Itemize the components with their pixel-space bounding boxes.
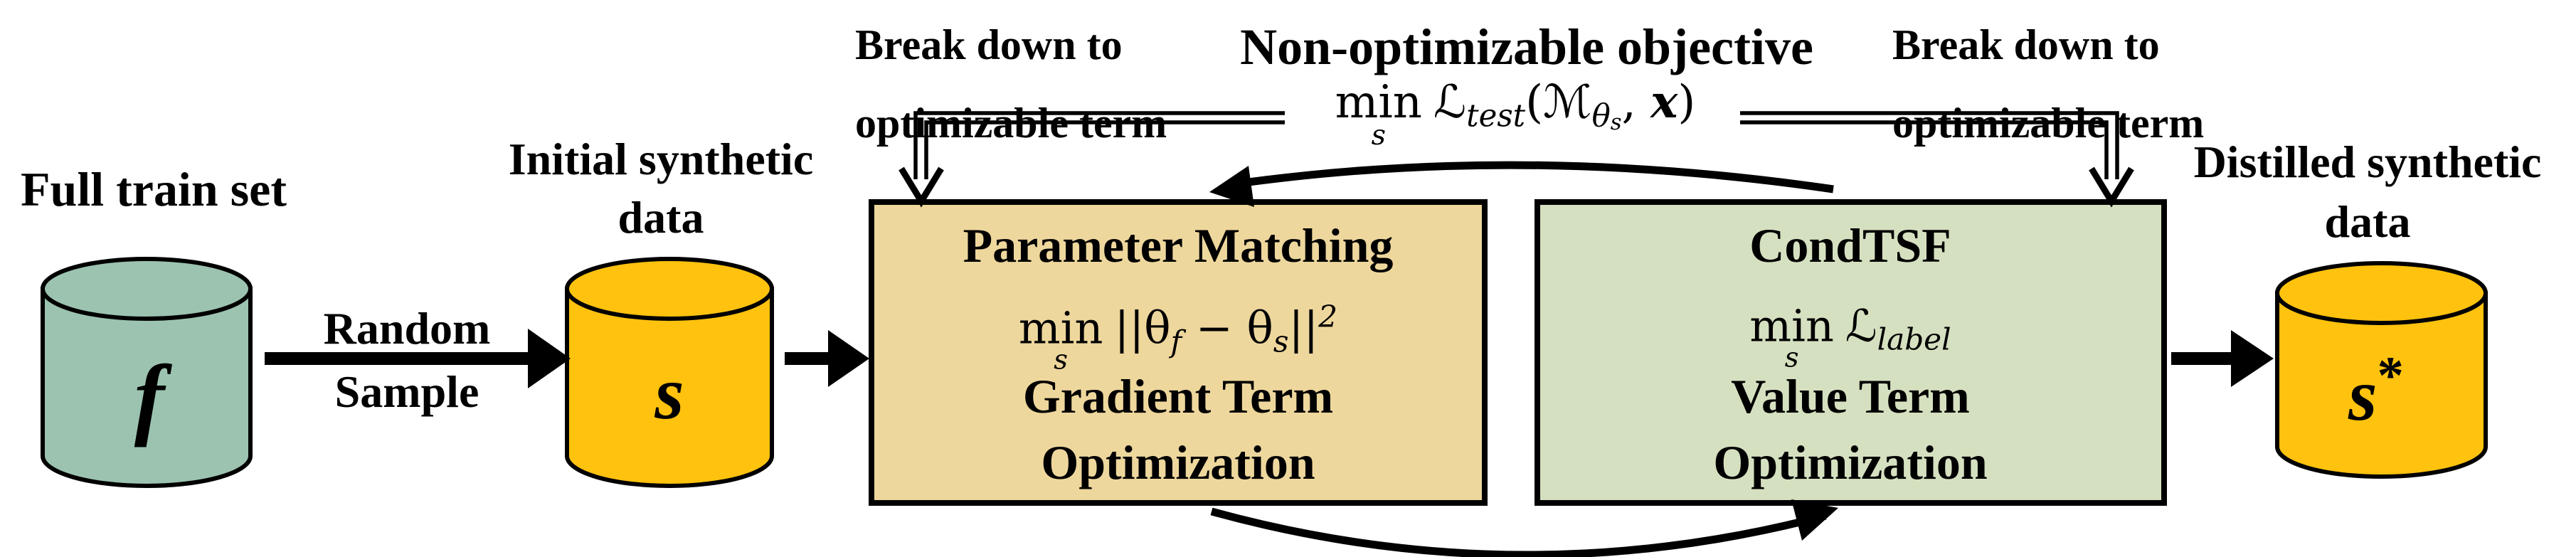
initial-synthetic-label-line1: Initial synthetic — [508, 134, 814, 184]
random-sample-arrow — [265, 329, 571, 388]
break-down-right-line1: Break down to — [1892, 21, 2160, 68]
gradient-term-label: Gradient Term — [1022, 369, 1334, 423]
distilled-cylinder-top — [2275, 261, 2488, 325]
break-down-left-arrow — [899, 111, 1285, 208]
full-train-set-label: Full train set — [21, 162, 287, 216]
non-optimizable-objective-title: Non-optimizable objective — [1240, 18, 1813, 75]
initial-synthetic-label-line2: data — [618, 192, 704, 243]
full-train-cylinder-body — [41, 287, 253, 488]
break-down-left-line2: optimizable term — [855, 100, 1167, 147]
break-down-left-label: Break down to optimizable term — [855, 6, 1167, 162]
distilled-label-line2: data — [2324, 196, 2411, 247]
break-down-right-label: Break down to optimizable term — [1892, 6, 2204, 162]
cond-optimization-label: Optimization — [1713, 435, 1988, 489]
iterate-right-curve-arrow — [1210, 499, 1838, 557]
initial-synthetic-cylinder-top — [565, 257, 774, 321]
condtsf-box — [1535, 199, 2167, 506]
synthetic-to-box-arrow — [785, 330, 869, 387]
distilled-label-line1: Distilled synthetic — [2193, 137, 2542, 187]
initial-synthetic-cylinder — [565, 257, 774, 488]
condtsf-title: CondTSF — [1749, 218, 1951, 272]
parameter-matching-title: Parameter Matching — [963, 218, 1394, 272]
break-down-right-line2: optimizable term — [1892, 100, 2205, 147]
param-optimization-label: Optimization — [1041, 435, 1315, 489]
value-term-label: Value Term — [1731, 369, 1970, 423]
break-down-right-arrow — [1740, 111, 2134, 208]
parameter-matching-box — [869, 199, 1488, 506]
distilled-cylinder — [2275, 261, 2488, 479]
distilled-cylinder-letter: s* — [2348, 346, 2404, 437]
random-label: Random — [323, 303, 491, 354]
full-train-cylinder — [41, 257, 253, 488]
initial-synthetic-cylinder-letter: s — [654, 351, 684, 435]
initial-synthetic-cylinder-body — [565, 287, 774, 488]
full-train-cylinder-letter: f — [134, 346, 165, 447]
sample-label: Sample — [334, 366, 479, 417]
full-train-cylinder-top — [41, 257, 253, 321]
box-to-distilled-arrow — [2171, 330, 2274, 387]
break-down-left-line1: Break down to — [855, 21, 1123, 68]
distilled-star: * — [2377, 346, 2404, 405]
distilled-cylinder-body — [2275, 291, 2488, 479]
iterate-left-curve-arrow — [1209, 161, 1834, 207]
